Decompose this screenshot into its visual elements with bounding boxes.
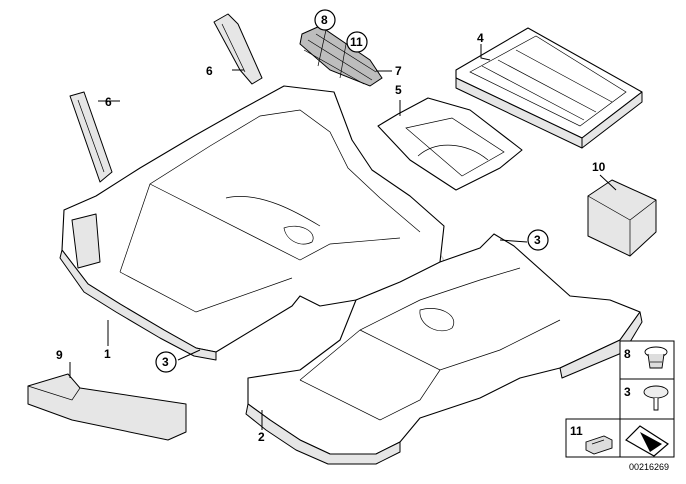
- part-6-trim-upper: [213, 13, 263, 85]
- callout-2: 2: [258, 430, 265, 444]
- callout-3-left: 3: [162, 355, 169, 369]
- callout-8-circle: [314, 9, 336, 31]
- legend-11-label: 11: [570, 424, 583, 438]
- callout-8: 8: [321, 13, 328, 27]
- part-5-panel: [377, 97, 523, 191]
- clip-8-icon: [644, 346, 668, 369]
- callout-7: 7: [395, 64, 402, 78]
- leader-lines: [69, 44, 617, 430]
- legend-8-label: 8: [624, 347, 631, 361]
- callout-4: 4: [477, 31, 484, 45]
- part-7-net: [299, 25, 383, 87]
- part-6-trim-left: [69, 91, 113, 183]
- diagram-id: 00216269: [629, 462, 669, 472]
- callout-6-left: 6: [105, 95, 112, 109]
- callout-6-upper: 6: [206, 64, 213, 78]
- callout-5: 5: [395, 83, 402, 97]
- legend-box-11: 11: [565, 418, 621, 458]
- clip-3-icon: [643, 385, 669, 411]
- legend-3-label: 3: [624, 385, 631, 399]
- callout-9: 9: [56, 348, 63, 362]
- part-9-mat: [27, 373, 187, 441]
- part-4-tray: [455, 27, 643, 149]
- part-2-rear-carpet: [245, 233, 643, 465]
- arrow-icon: [625, 425, 670, 457]
- callout-3-right: 3: [534, 233, 541, 247]
- callout-1: 1: [104, 347, 111, 361]
- legend-box-8: 8: [619, 340, 675, 380]
- callout-10: 10: [592, 160, 606, 174]
- callout-3-right-circle: [527, 229, 549, 251]
- part-10-pad: [587, 179, 657, 257]
- legend-box-3: 3: [619, 378, 675, 420]
- callout-11-circle: [346, 31, 368, 53]
- legend-box-arrow: [619, 418, 675, 458]
- callout-11: 11: [350, 35, 363, 49]
- bracket-11-icon: [585, 435, 613, 455]
- callout-3-left-circle: [155, 351, 177, 373]
